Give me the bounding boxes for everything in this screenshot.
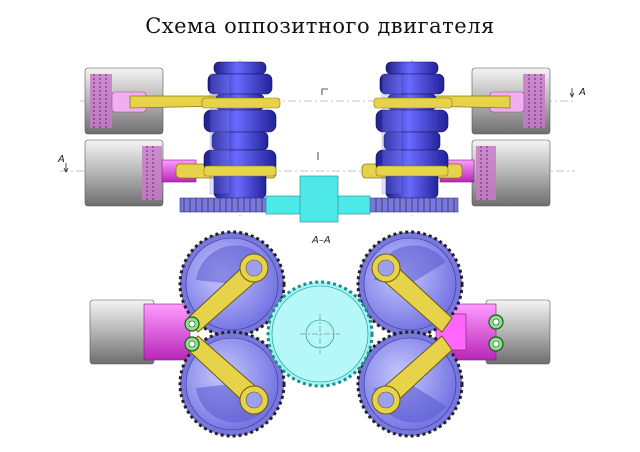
section-caption: A–A <box>311 235 331 246</box>
crankshaft-right <box>375 61 449 199</box>
conrods-top <box>129 95 511 179</box>
section-marks <box>63 88 575 173</box>
crosshead-left <box>143 303 191 361</box>
section-marker-a-left: A <box>57 154 65 165</box>
gears-top <box>179 175 459 223</box>
rod-big-ends-top <box>201 97 453 177</box>
diagram-title: Схема оппозитного двигателя <box>145 14 495 38</box>
conrods-section <box>184 253 504 415</box>
section-view <box>89 230 551 438</box>
section-marker-a-right: A <box>578 87 586 98</box>
top-view: A A <box>57 60 586 246</box>
crankshaft-left <box>203 61 277 199</box>
section-center-lines <box>300 314 340 354</box>
